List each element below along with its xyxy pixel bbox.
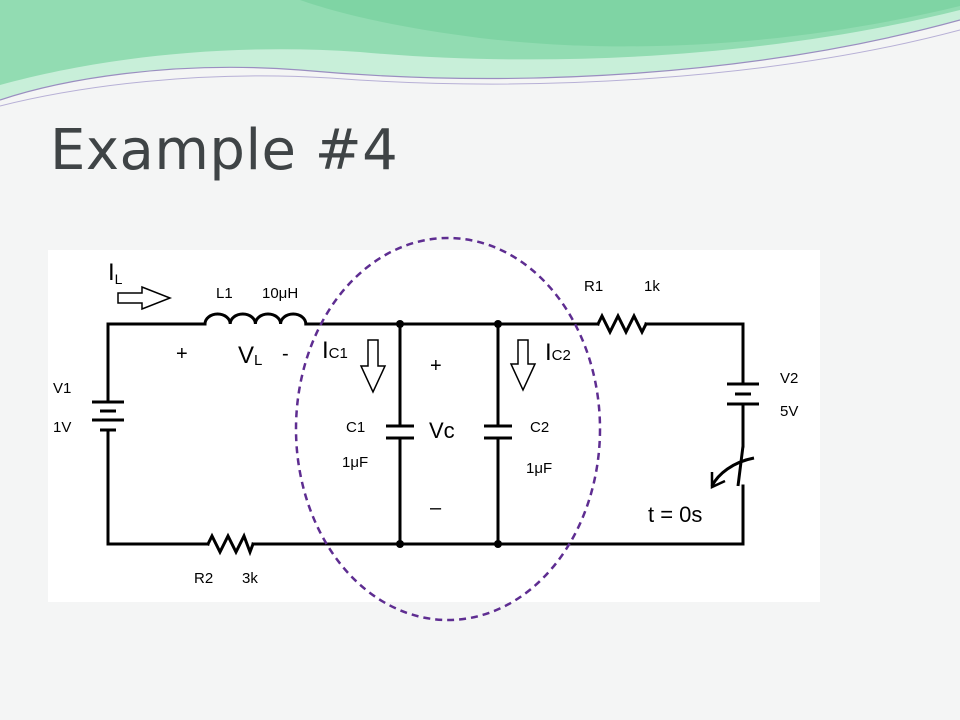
resistor-r2-symbol — [205, 532, 255, 557]
c1-name-label: C1 — [346, 419, 365, 436]
vl-plus-sign: + — [176, 343, 188, 365]
c2-name-label: C2 — [530, 419, 549, 436]
vc-plus-sign: + — [430, 355, 442, 377]
highlight-ellipse — [294, 236, 602, 622]
v2-name-label: V2 — [780, 370, 798, 387]
slide-title: Example #4 — [50, 118, 399, 183]
v2-value-label: 5V — [780, 403, 798, 420]
ic2-current-label: IC2 — [545, 339, 571, 366]
il-current-arrow-icon — [117, 285, 173, 311]
battery-v2-symbol — [727, 382, 759, 406]
r2-value-label: 3k — [242, 570, 258, 587]
l1-value-label: 10μH — [262, 285, 298, 302]
r1-name-label: R1 — [584, 278, 603, 295]
junction-dots — [396, 320, 502, 548]
vl-voltage-label: VL — [238, 342, 262, 369]
vc-minus-sign: – — [430, 497, 442, 519]
header-wave-decoration — [0, 0, 960, 107]
ic1-current-label: IC1 — [322, 337, 348, 364]
switch-symbol — [710, 445, 755, 489]
ic1-current-arrow-icon — [359, 339, 387, 394]
ic2-current-arrow-icon — [509, 339, 537, 392]
c2-value-label: 1μF — [526, 460, 552, 477]
r2-name-label: R2 — [194, 570, 213, 587]
r1-value-label: 1k — [644, 278, 660, 295]
inductor-l1-symbol — [203, 312, 308, 326]
il-current-label: IL — [108, 259, 123, 287]
battery-v1-symbol — [92, 400, 124, 432]
vc-voltage-label: Vc — [429, 418, 455, 443]
vl-minus-sign: - — [282, 343, 289, 365]
v1-name-label: V1 — [53, 380, 71, 397]
capacitor-c2-symbol — [484, 424, 512, 440]
switch-time-label: t = 0s — [648, 502, 702, 527]
c1-value-label: 1μF — [342, 454, 368, 471]
v1-value-label: 1V — [53, 419, 71, 436]
circuit-wires — [106, 322, 745, 546]
l1-name-label: L1 — [216, 285, 233, 302]
circuit-schematic: V1 1V V2 5V t = 0s L1 10μH IL + VL - IC1… — [48, 236, 820, 622]
resistor-r1-symbol — [595, 312, 649, 336]
capacitor-c1-symbol — [386, 424, 414, 440]
